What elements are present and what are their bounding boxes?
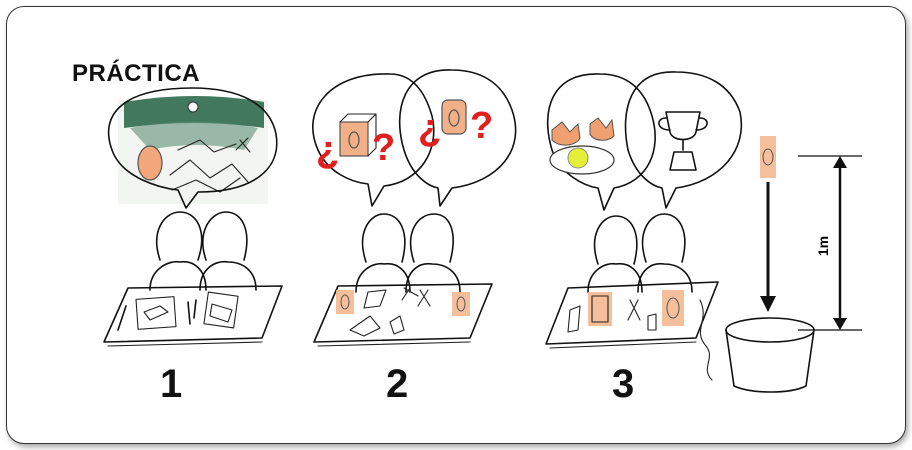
person-body-left [587,262,643,293]
thought-bubble-right [624,71,743,209]
thought-bubble-left [546,73,656,211]
egg-marker-right [452,292,470,316]
step-number-2: 2 [386,362,409,406]
broken-egg-shell-right [589,117,615,141]
table [545,281,719,345]
height-label: 1m [815,235,832,257]
person-head-left [593,215,638,265]
step-number-1: 1 [160,362,183,406]
person-head-right [641,213,686,263]
drop-test [725,136,862,393]
question-close-left: ? [372,127,395,169]
panel-2: ¿ ? ¿ ? [312,69,517,347]
person-body-left [355,262,411,293]
person-body-left [149,260,207,291]
bucket [725,329,815,393]
thought-bubble [107,87,278,209]
thought-bubble-right [398,69,517,207]
egg-icon [137,145,163,181]
egg-marker-left [336,290,354,314]
person-head-right [409,213,454,263]
thought-bubble-left [312,73,435,207]
person-body-right [405,262,461,293]
trophy-icon [665,111,701,141]
egg-marker-drop [760,136,776,178]
question-close-right: ? [470,105,493,147]
broken-egg-shell-left [551,121,581,146]
egg-yolk [567,147,589,169]
cup-marker [662,290,684,326]
plan-image [118,96,268,204]
box-icon [339,121,369,157]
page-title: PRÁCTICA [72,60,200,87]
table [313,283,493,343]
question-open-left: ¿ [316,129,339,171]
step-number-3: 3 [612,362,635,406]
table [103,285,283,343]
person-head-left [155,211,203,261]
panel-1 [103,87,283,347]
person-body-right [199,260,257,291]
question-open-right: ¿ [418,107,441,149]
cup-icon [441,99,467,135]
person-head-right [202,211,248,261]
panel-3 [545,71,743,381]
slide-frame [6,6,906,444]
person-head-left [361,213,406,263]
person-body-right [637,262,693,293]
